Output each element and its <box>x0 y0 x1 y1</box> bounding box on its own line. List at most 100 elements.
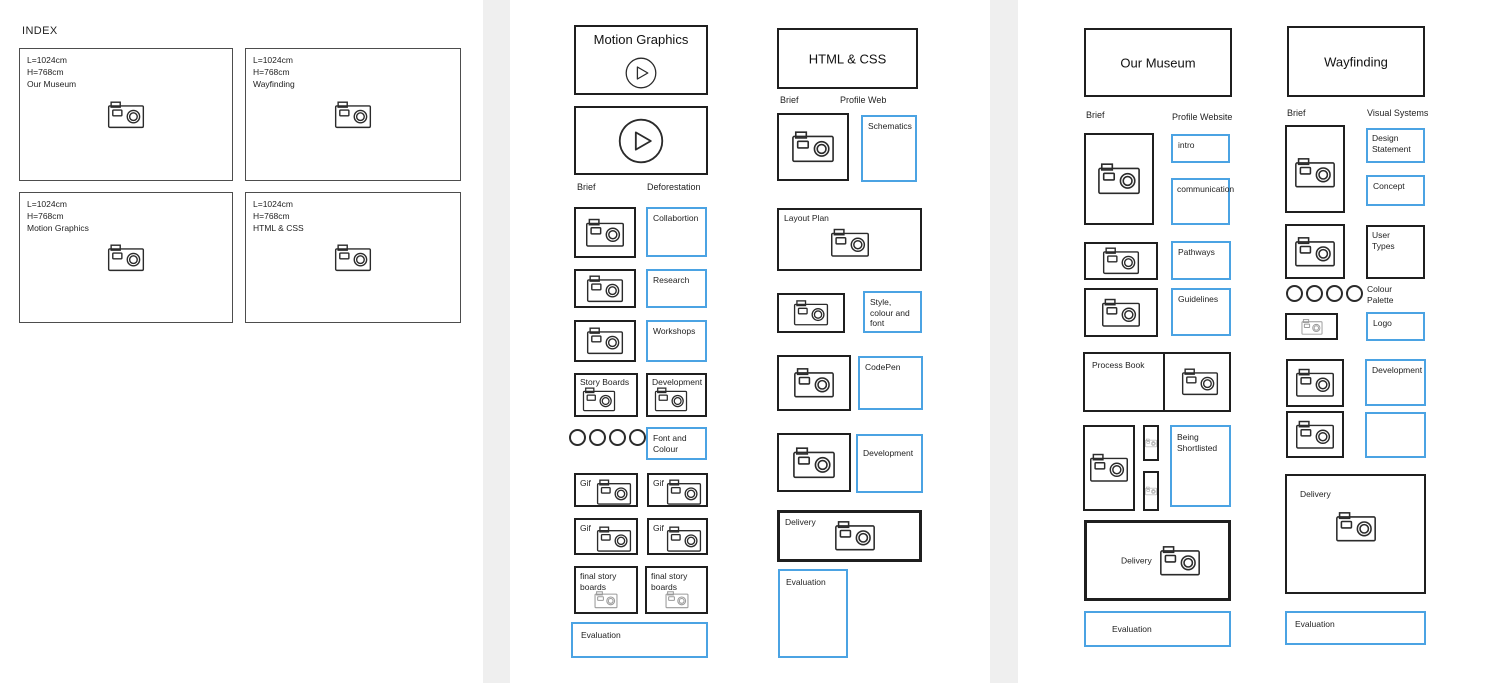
pasteboard-divider <box>483 0 510 683</box>
wf-photo-frame[interactable] <box>1286 411 1344 458</box>
camera-icon <box>1181 368 1219 396</box>
wf-photo-frame[interactable] <box>1286 359 1344 407</box>
wf-logo[interactable]: Logo <box>1366 312 1425 341</box>
om-evaluation[interactable]: Evaluation <box>1084 611 1231 647</box>
wf-user-types[interactable]: User Types <box>1366 225 1425 279</box>
hc-schematics[interactable]: Schematics <box>861 115 917 182</box>
mg-photo-frame[interactable] <box>574 207 636 258</box>
mg-video-frame[interactable] <box>574 106 708 175</box>
mg-development-frame[interactable]: Development <box>646 373 707 417</box>
camera-icon <box>791 131 835 164</box>
om-photo-frame[interactable] <box>1084 242 1158 280</box>
hc-title-frame[interactable]: HTML & CSS <box>777 28 918 89</box>
hc-codepen[interactable]: CodePen <box>858 356 923 410</box>
hc-delivery-frame[interactable]: Delivery <box>777 510 922 562</box>
final-story-label: final story boards <box>580 571 617 592</box>
om-being-shortlisted[interactable]: Being Shortlisted <box>1170 425 1231 507</box>
pasteboard-divider <box>990 0 1018 683</box>
camera-icon <box>666 479 702 506</box>
camera-icon <box>586 274 624 302</box>
mg-photo-frame[interactable] <box>574 320 636 362</box>
om-intro[interactable]: intro <box>1171 134 1230 163</box>
index-card-motion-graphics[interactable]: L=1024cm H=768cm Motion Graphics <box>19 192 233 323</box>
camera-icon <box>585 218 625 248</box>
wf-photo-frame[interactable] <box>1285 224 1345 279</box>
hc-photo-frame[interactable] <box>777 355 851 411</box>
wf-thumb-frame[interactable] <box>1285 313 1338 340</box>
play-icon <box>625 57 657 89</box>
om-title: Our Museum <box>1120 55 1196 70</box>
om-thumb-frame[interactable] <box>1143 471 1159 511</box>
layout-plan-label: Layout Plan <box>784 213 829 223</box>
mg-font-colour[interactable]: Font and Colour <box>646 427 707 460</box>
gif-label: Gif <box>653 523 664 533</box>
hc-photo-frame[interactable] <box>777 433 851 492</box>
om-process-book-frame[interactable]: Process Book <box>1083 352 1231 412</box>
wf-delivery-frame[interactable]: Delivery <box>1285 474 1426 594</box>
gif-label: Gif <box>580 478 591 488</box>
hc-development[interactable]: Development <box>856 434 923 493</box>
final-story-label: final story boards <box>651 571 688 592</box>
index-card-text: L=1024cm H=768cm Wayfinding <box>253 55 295 89</box>
om-pathways[interactable]: Pathways <box>1171 241 1231 280</box>
camera-icon <box>107 100 145 128</box>
index-card-text: L=1024cm H=768cm Our Museum <box>27 55 77 89</box>
hc-layout-plan-frame[interactable]: Layout Plan <box>777 208 922 271</box>
mg-colour-dots <box>569 429 646 446</box>
delivery-label: Delivery <box>785 517 816 527</box>
mg-gif-frame[interactable]: Gif <box>574 473 638 507</box>
camera-icon <box>793 300 829 327</box>
mg-storyboards-label: Story Boards <box>580 377 630 387</box>
om-thumb-frame[interactable] <box>1143 425 1159 461</box>
wf-design-statement[interactable]: Design Statement <box>1366 128 1425 163</box>
om-delivery-frame[interactable]: Delivery <box>1084 520 1231 601</box>
om-guidelines[interactable]: Guidelines <box>1171 288 1231 336</box>
om-brief-label: Brief <box>1086 110 1105 120</box>
mg-final-story-frame[interactable]: final story boards <box>645 566 708 614</box>
gif-label: Gif <box>653 478 664 488</box>
om-photo-frame[interactable] <box>1083 425 1135 511</box>
mg-brief-label: Brief <box>577 182 596 192</box>
hc-photo-frame[interactable] <box>777 293 845 333</box>
mg-evaluation[interactable]: Evaluation <box>571 622 708 658</box>
play-icon <box>618 118 664 164</box>
mg-step-collaboration[interactable]: Collabortion <box>646 207 707 257</box>
mg-photo-frame[interactable] <box>574 269 636 308</box>
mg-title-frame[interactable]: Motion Graphics <box>574 25 708 95</box>
camera-icon <box>1145 486 1157 496</box>
hc-style-colour-font[interactable]: Style, colour and font <box>863 291 922 333</box>
camera-icon <box>1101 298 1141 328</box>
dot-icon <box>589 429 606 446</box>
camera-icon <box>1295 420 1335 450</box>
mg-development-label: Development <box>652 377 703 387</box>
camera-icon <box>586 327 624 355</box>
index-card-html-css[interactable]: L=1024cm H=768cm HTML & CSS <box>245 192 461 323</box>
camera-icon <box>107 243 145 271</box>
camera-icon <box>793 367 835 398</box>
wf-title-frame[interactable]: Wayfinding <box>1287 26 1425 97</box>
wf-evaluation[interactable]: Evaluation <box>1285 611 1426 645</box>
mg-gif-frame[interactable]: Gif <box>647 518 708 555</box>
om-title-frame[interactable]: Our Museum <box>1084 28 1232 97</box>
index-card-our-museum[interactable]: L=1024cm H=768cm Our Museum <box>19 48 233 181</box>
mg-step-research[interactable]: Research <box>646 269 707 308</box>
camera-icon <box>1102 247 1140 275</box>
mg-gif-frame[interactable]: Gif <box>647 473 708 507</box>
wf-photo-frame[interactable] <box>1285 125 1345 213</box>
om-photo-frame[interactable] <box>1084 288 1158 337</box>
mg-final-story-frame[interactable]: final story boards <box>574 566 638 614</box>
wf-development[interactable]: Development <box>1365 359 1426 406</box>
mg-gif-frame[interactable]: Gif <box>574 518 638 555</box>
mg-step-workshops[interactable]: Workshops <box>646 320 707 362</box>
camera-icon <box>1300 318 1323 335</box>
wf-concept[interactable]: Concept <box>1366 175 1425 206</box>
hc-photo-frame[interactable] <box>777 113 849 181</box>
hc-evaluation[interactable]: Evaluation <box>778 569 848 658</box>
mg-storyboards-frame[interactable]: Story Boards <box>574 373 638 417</box>
camera-icon <box>596 526 632 553</box>
om-communication[interactable]: communication <box>1171 178 1234 225</box>
hc-brief-label: Brief <box>780 95 799 105</box>
om-photo-frame[interactable] <box>1084 133 1154 225</box>
index-card-wayfinding[interactable]: L=1024cm H=768cm Wayfinding <box>245 48 461 181</box>
wf-empty-frame[interactable] <box>1365 412 1426 458</box>
